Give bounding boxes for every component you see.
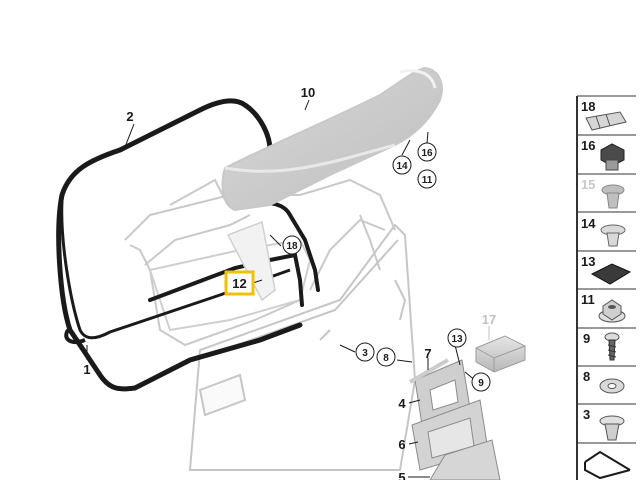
- circle-callout-13: 13: [447, 328, 467, 348]
- foam-block-17: [475, 335, 526, 373]
- rear-spoiler: [221, 66, 443, 212]
- strip-part-7: [408, 358, 450, 384]
- tailgate-frame: [124, 178, 396, 347]
- parts-list-item-8[interactable]: 8: [577, 365, 636, 394]
- circle-callout-11: 11: [417, 169, 437, 189]
- callout-13-text: 13: [451, 334, 463, 345]
- parts-list-panel: 18 16 15 14: [576, 95, 636, 480]
- circle-callout-3: 3: [355, 342, 375, 362]
- bent-arrow-icon: [584, 450, 631, 480]
- parts-list-number: 9: [583, 331, 590, 346]
- callout-18-text: 18: [286, 241, 298, 252]
- callout-3-text: 3: [362, 348, 368, 359]
- parts-list-item-15[interactable]: 15: [577, 173, 636, 209]
- parts-list-number: 8: [583, 369, 590, 384]
- callout-8-text: 8: [383, 353, 389, 364]
- next-page-arrow[interactable]: [577, 442, 636, 480]
- push-rivet-icon: [599, 415, 625, 441]
- foam-pad-icon: [590, 263, 632, 285]
- parts-list-number: 3: [583, 407, 590, 422]
- callout-12-text: 12: [232, 276, 246, 291]
- gasket-seal-inner: [60, 199, 291, 340]
- parts-list-item-14[interactable]: 14: [577, 211, 636, 247]
- parts-list-number: 13: [581, 254, 595, 269]
- callout-7: 7: [424, 346, 431, 361]
- parts-list-item-11[interactable]: 11: [577, 288, 636, 323]
- washer-icon: [599, 378, 625, 394]
- parts-list-item-3[interactable]: 3: [577, 403, 636, 441]
- circle-callout-14: 14: [392, 155, 412, 175]
- callout-4: 4: [398, 396, 406, 411]
- screw-icon: [604, 332, 620, 361]
- circle-callout-16: 16: [417, 142, 437, 162]
- callout-11-text: 11: [422, 175, 433, 186]
- parts-list-item-16[interactable]: 16: [577, 134, 636, 171]
- gasket-seal: [56, 98, 303, 392]
- hex-nut-icon: [598, 299, 626, 323]
- parts-list-number: 18: [581, 99, 595, 114]
- parts-list-number: 16: [581, 138, 595, 153]
- callout-16-text: 16: [421, 148, 433, 159]
- parts-list-item-18[interactable]: 18: [577, 95, 636, 131]
- circle-callout-8: 8: [376, 347, 396, 367]
- hex-nut-icon: [600, 143, 625, 171]
- highlighted-callout-12[interactable]: 12: [224, 270, 255, 296]
- circle-callout-9: 9: [471, 372, 491, 392]
- clip-icon: [585, 111, 627, 131]
- parts-list-number: 11: [581, 292, 595, 307]
- callout-1: 1: [83, 362, 90, 377]
- plastic-rivet-icon: [600, 224, 626, 247]
- parts-list-number: 14: [581, 216, 596, 231]
- circle-callout-18: 18: [282, 235, 302, 255]
- expansion-rivet-icon: [601, 184, 625, 209]
- tailgate-body: [188, 223, 417, 471]
- callout-17: 17: [482, 312, 496, 327]
- parts-list-item-13[interactable]: 13: [577, 250, 636, 285]
- callout-5: 5: [398, 470, 405, 480]
- callout-14-text: 14: [396, 161, 408, 172]
- callout-6: 6: [398, 437, 405, 452]
- parts-list-number-faded: 15: [581, 177, 595, 192]
- callout-2: 2: [126, 109, 133, 124]
- parts-list-item-9[interactable]: 9: [577, 327, 636, 361]
- gasket-seal-tail: [64, 328, 86, 344]
- callout-10: 10: [301, 85, 315, 100]
- callout-9-text: 9: [478, 378, 484, 389]
